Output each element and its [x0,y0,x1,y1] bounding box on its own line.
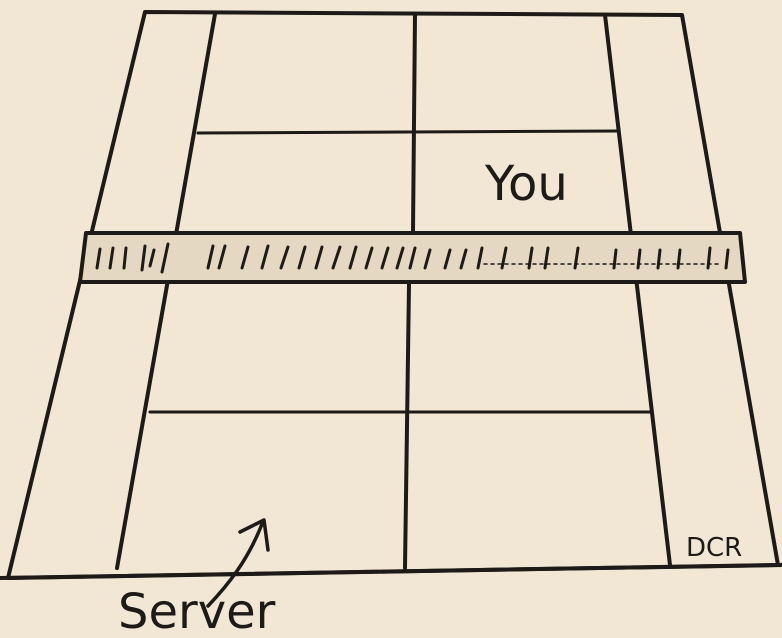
label-server: Server [118,584,276,638]
label-you: You [484,156,568,212]
label-dcr: DCR [686,533,742,563]
far-service-line [198,131,618,133]
center-service-line-far [413,14,415,232]
